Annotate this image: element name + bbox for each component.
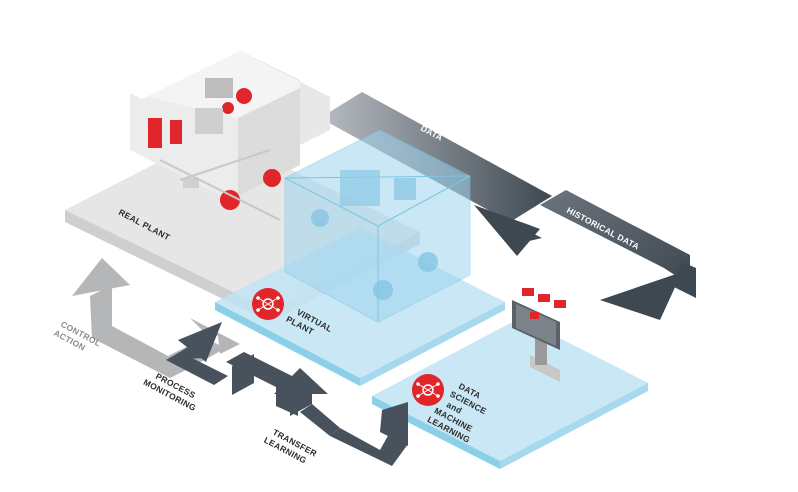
red-valve-icon <box>236 88 252 104</box>
transfer-learning-arrow <box>274 368 408 466</box>
data-flow-arrow <box>320 92 552 256</box>
neural-network-icon <box>252 288 284 320</box>
touchscreen-kiosk-icon <box>512 288 566 382</box>
svg-text:TRANSFER LEARNING: TRANSFER LEARNING <box>262 425 321 470</box>
neural-network-icon <box>412 374 444 406</box>
red-pump-icon <box>263 169 281 187</box>
red-tank-icon <box>148 118 162 148</box>
historical-data-arrow <box>540 190 696 320</box>
red-tank-icon <box>170 120 182 144</box>
red-pump-icon <box>220 190 240 210</box>
red-valve-icon <box>222 102 234 114</box>
virtual-plant: VIRTUAL PLANT <box>215 129 505 386</box>
